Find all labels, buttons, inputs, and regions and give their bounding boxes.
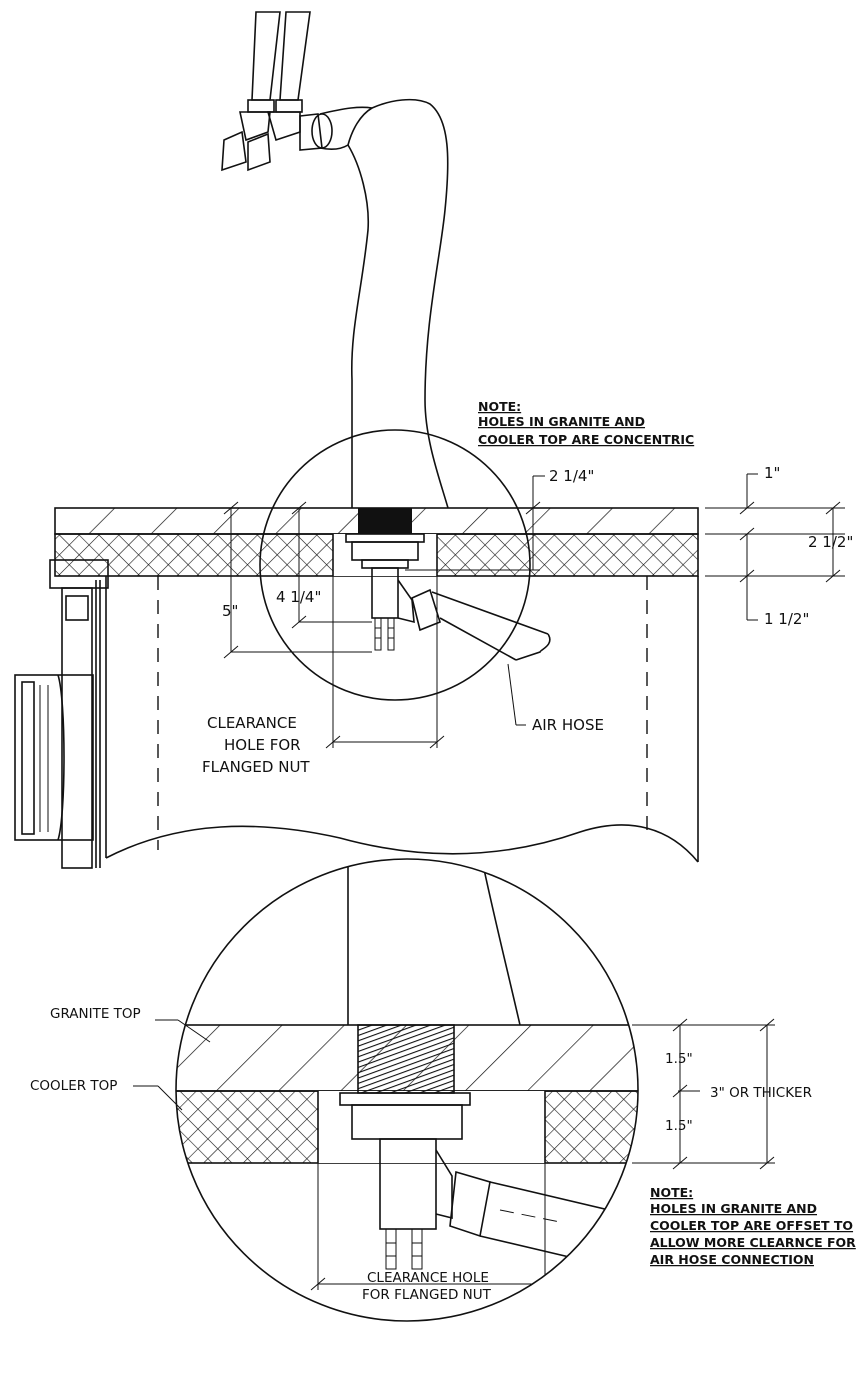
detail-dim-1-5-a: 1.5" (665, 1051, 693, 1067)
cooler-top-label: COOLER TOP (30, 1078, 117, 1094)
dim-1-1-2: 1 1/2" (764, 610, 809, 628)
detail-dim-total: 3" OR THICKER (710, 1085, 812, 1101)
tap-handles (221, 11, 323, 172)
dim-5: 5" (222, 602, 238, 620)
clearance-label-line2: HOLE FOR (224, 736, 301, 754)
clearance-label-line3: FLANGED NUT (202, 758, 310, 776)
threaded-shank (358, 508, 412, 534)
air-hose-label: AIR HOSE (532, 716, 604, 734)
cooler-door-handle (14, 559, 109, 869)
dim-1: 1" (764, 464, 780, 482)
detail-note-line4: AIR HOSE CONNECTION (650, 1252, 814, 1267)
detail-clearance-line2: FOR FLANGED NUT (362, 1287, 492, 1303)
top-view: NOTE: HOLES IN GRANITE AND COOLER TOP AR… (14, 11, 853, 869)
top-note-line2: COOLER TOP ARE CONCENTRIC (478, 432, 694, 447)
detail-dim-1-5-b: 1.5" (665, 1118, 693, 1134)
air-hose (397, 579, 551, 661)
dimension-lines (223, 473, 845, 749)
dim-2-1-4: 2 1/4" (549, 467, 594, 485)
detail-circle (175, 858, 639, 1322)
clearance-label-line1: CLEARANCE (207, 714, 297, 732)
detail-note-heading: NOTE: (650, 1185, 693, 1200)
detail-note-line2: COOLER TOP ARE OFFSET TO (650, 1218, 853, 1233)
cooler-body (105, 576, 699, 863)
granite-top-label: GRANITE TOP (50, 1006, 141, 1022)
tower-body (311, 98, 449, 509)
top-note-heading: NOTE: (478, 399, 521, 414)
detail-clearance-line1: CLEARANCE HOLE (367, 1270, 489, 1286)
dim-4-1-4: 4 1/4" (276, 588, 321, 606)
detail-view: GRANITE TOP COOLER TOP 1.5" 1.5" 3" OR T… (30, 858, 856, 1322)
detail-note-line3: ALLOW MORE CLEARNCE FOR (650, 1235, 856, 1250)
top-note-line1: HOLES IN GRANITE AND (478, 414, 645, 429)
detail-threaded-shank (357, 1024, 455, 1094)
detail-note-line1: HOLES IN GRANITE AND (650, 1201, 817, 1216)
dim-2-1-2: 2 1/2" (808, 533, 853, 551)
